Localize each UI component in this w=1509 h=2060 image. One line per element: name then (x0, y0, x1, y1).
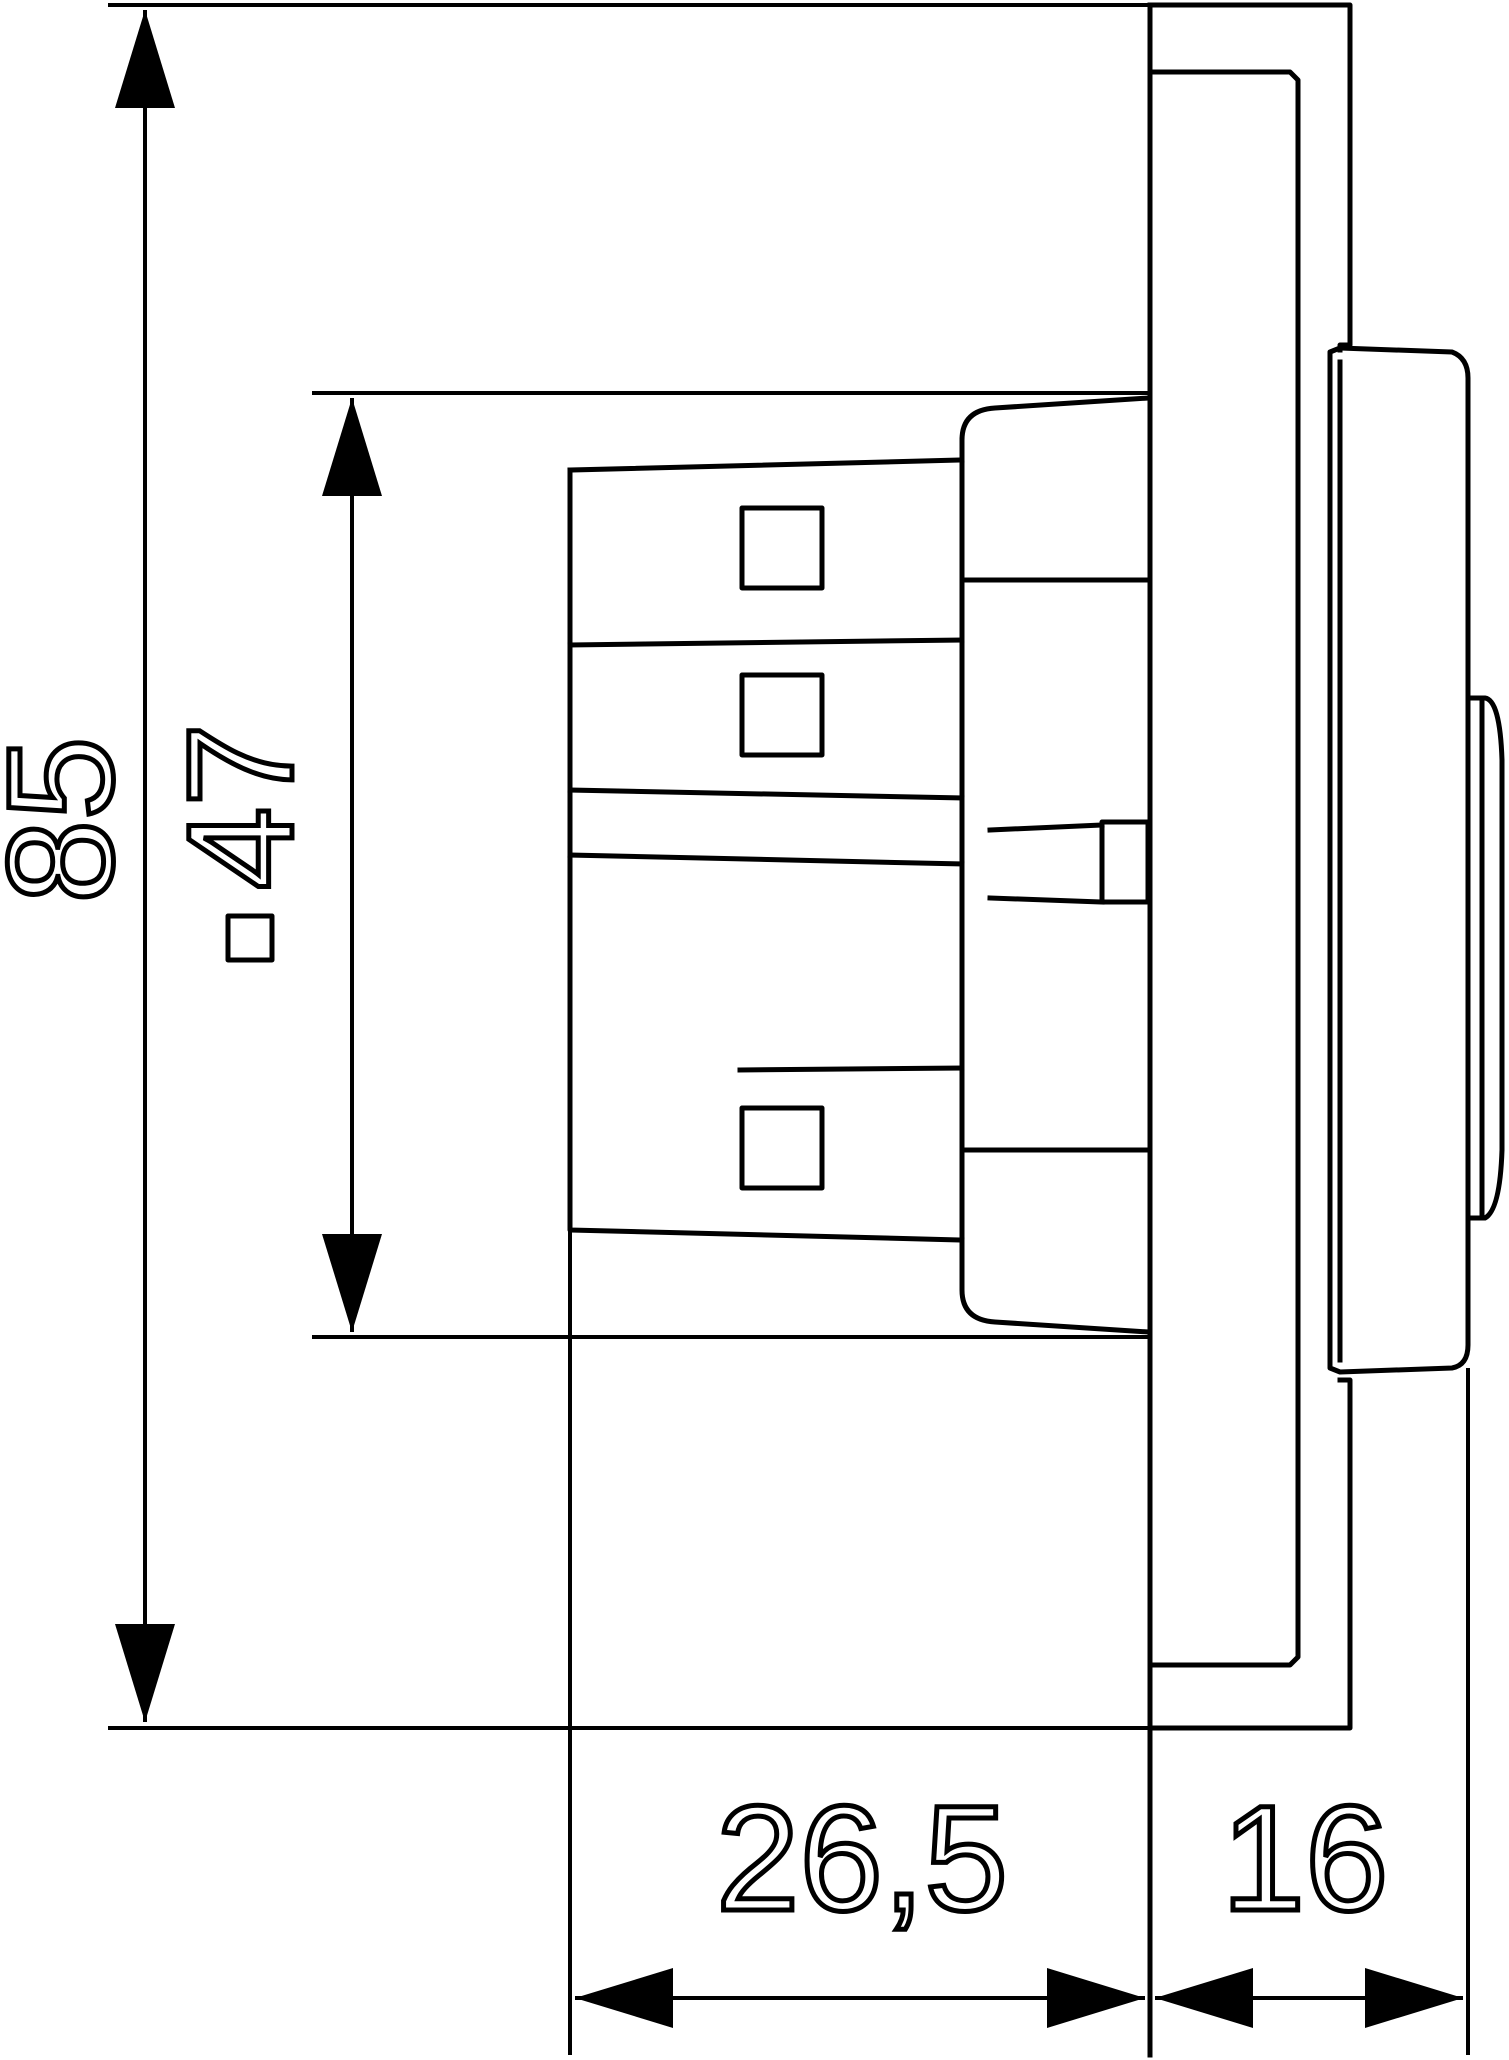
frame-outline-bottom (1147, 1377, 1353, 1731)
arrow-head-47-up (322, 398, 382, 496)
latch-tab (1099, 819, 1151, 905)
terminal-square-2 (739, 672, 825, 758)
arrow-head-16-left (1155, 1968, 1253, 2028)
arrow-head-up (115, 10, 175, 108)
rocker-button-outline (1469, 695, 1505, 1221)
terminal-divider-1 (567, 637, 965, 648)
frame-inner-rim (1152, 69, 1301, 1668)
cover-frame (1147, 2, 1353, 2058)
arrow-head-16-right (1365, 1968, 1463, 2028)
latch-line-top (987, 822, 1105, 833)
dimension-label-26-5: 26,5 (716, 1774, 1008, 1942)
central-cover (1327, 345, 1505, 1375)
central-cover-outline (1327, 345, 1471, 1375)
dimension-16: 16 (1155, 1368, 1470, 2055)
square-symbol-icon (225, 913, 275, 963)
dimension-47: 47 (154, 391, 1150, 1339)
insert-body (567, 395, 1151, 1335)
dimension-26-5: 26,5 (568, 1230, 1145, 2055)
insert-top-shoulder (959, 395, 1151, 463)
terminal-square-1 (739, 505, 825, 591)
terminal-square-3 (739, 1105, 825, 1191)
arrow-head-26-5-left (575, 1968, 673, 2028)
arrow-head-down (115, 1624, 175, 1722)
terminal-divider-4 (737, 1065, 965, 1073)
insert-right-outline (959, 437, 1151, 1335)
frame-outline-top (1147, 2, 1353, 353)
arrow-head-47-down (322, 1234, 382, 1332)
terminal-divider-3 (567, 852, 965, 867)
dimension-85: 85 (0, 3, 1150, 1730)
dimension-label-85: 85 (0, 737, 144, 904)
dimension-label-16: 16 (1222, 1774, 1389, 1942)
arrow-head-26-5-right (1047, 1968, 1145, 2028)
latch-line-bottom (987, 895, 1105, 905)
insert-top-line (567, 457, 965, 473)
terminal-divider-2 (567, 787, 965, 801)
dimension-label-47: 47 (156, 723, 324, 890)
